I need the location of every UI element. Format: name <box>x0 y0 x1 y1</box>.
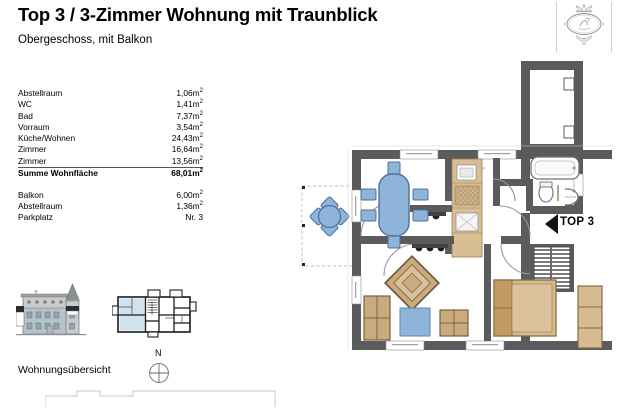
page-footer-outline <box>45 390 276 407</box>
apartment-floorplan[interactable] <box>288 58 620 370</box>
table-row: Küche/Wohnen 24,43m2 <box>18 133 203 144</box>
compass-north-icon <box>149 363 169 383</box>
table-row: WC 1,41m2 <box>18 99 203 110</box>
room-area: 3,54m2 <box>176 121 203 132</box>
building-floorplan-thumbnail[interactable] <box>112 288 200 340</box>
overview-caption: Wohnungsübersicht <box>18 364 111 376</box>
villa-crest-logo <box>556 2 612 52</box>
table-row: Zimmer 13,56m2 <box>18 156 203 167</box>
room-label: Vorraum <box>18 121 50 132</box>
table-row: Bad 7,37m2 <box>18 111 203 122</box>
table-row: Zimmer 16,64m2 <box>18 144 203 155</box>
balcony-area <box>301 185 357 267</box>
room-area: 1,06m2 <box>176 88 203 98</box>
table-row: Abstellraum 1,06m2 <box>18 88 203 99</box>
hall-counter <box>406 236 454 252</box>
total-label: Summe Wohnfläche <box>18 168 98 179</box>
room-area: 24,43m2 <box>171 133 203 144</box>
room-label: Zimmer <box>18 155 47 166</box>
north-label: N <box>155 348 162 358</box>
area-table: Abstellraum 1,06m2 WC 1,41m2 Bad 7,37m2 … <box>18 88 203 223</box>
room-area: 7,37m2 <box>176 110 203 121</box>
total-area: 68,01m2 <box>171 168 203 179</box>
room-label: WC <box>18 99 32 110</box>
table-row-total: Summe Wohnfläche 68,01m2 <box>18 167 203 181</box>
left-pointing-triangle-icon <box>545 214 558 234</box>
room-label: Zimmer <box>18 144 47 155</box>
room-area: 1,41m2 <box>176 99 203 110</box>
extra-value: 6,00m2 <box>176 189 203 200</box>
table-row: Parkplatz Nr. 3 <box>18 212 203 223</box>
extra-label: Abstellraum <box>18 200 63 211</box>
plan-guidelines <box>347 145 612 350</box>
kitchen-units <box>410 158 483 258</box>
logo-rule-right <box>611 2 612 52</box>
living-room-furniture <box>363 254 469 341</box>
villa-elevation-illustration <box>16 283 86 336</box>
table-spacer <box>18 181 203 190</box>
extra-value: Nr. 3 <box>185 212 203 223</box>
logo-rule-left <box>556 2 557 52</box>
room-label: Bad <box>18 110 33 121</box>
extra-label: Balkon <box>18 189 44 200</box>
room-label: Küche/Wohnen <box>18 133 76 144</box>
extra-value: 1,36m2 <box>176 200 203 211</box>
page-title: Top 3 / 3-Zimmer Wohnung mit Traunblick <box>18 4 378 25</box>
table-row: Balkon 6,00m2 <box>18 190 203 201</box>
extra-label: Parkplatz <box>18 212 53 223</box>
room-area: 13,56m2 <box>171 155 203 166</box>
table-row: Vorraum 3,54m2 <box>18 122 203 133</box>
room-area: 16,64m2 <box>171 144 203 155</box>
window-openings <box>351 149 584 351</box>
bathroom-fixtures <box>530 156 580 206</box>
table-row: Abstellraum 1,36m2 <box>18 201 203 212</box>
page-subtitle: Obergeschoss, mit Balkon <box>18 34 153 46</box>
dining-table-set <box>360 161 429 249</box>
unit-marker-label: TOP 3 <box>560 216 595 228</box>
balcony-furniture <box>309 196 350 237</box>
bedroom-furniture <box>493 279 603 349</box>
storage-room <box>530 70 575 144</box>
room-label: Abstellraum <box>18 88 63 98</box>
crest-icon <box>564 4 604 46</box>
